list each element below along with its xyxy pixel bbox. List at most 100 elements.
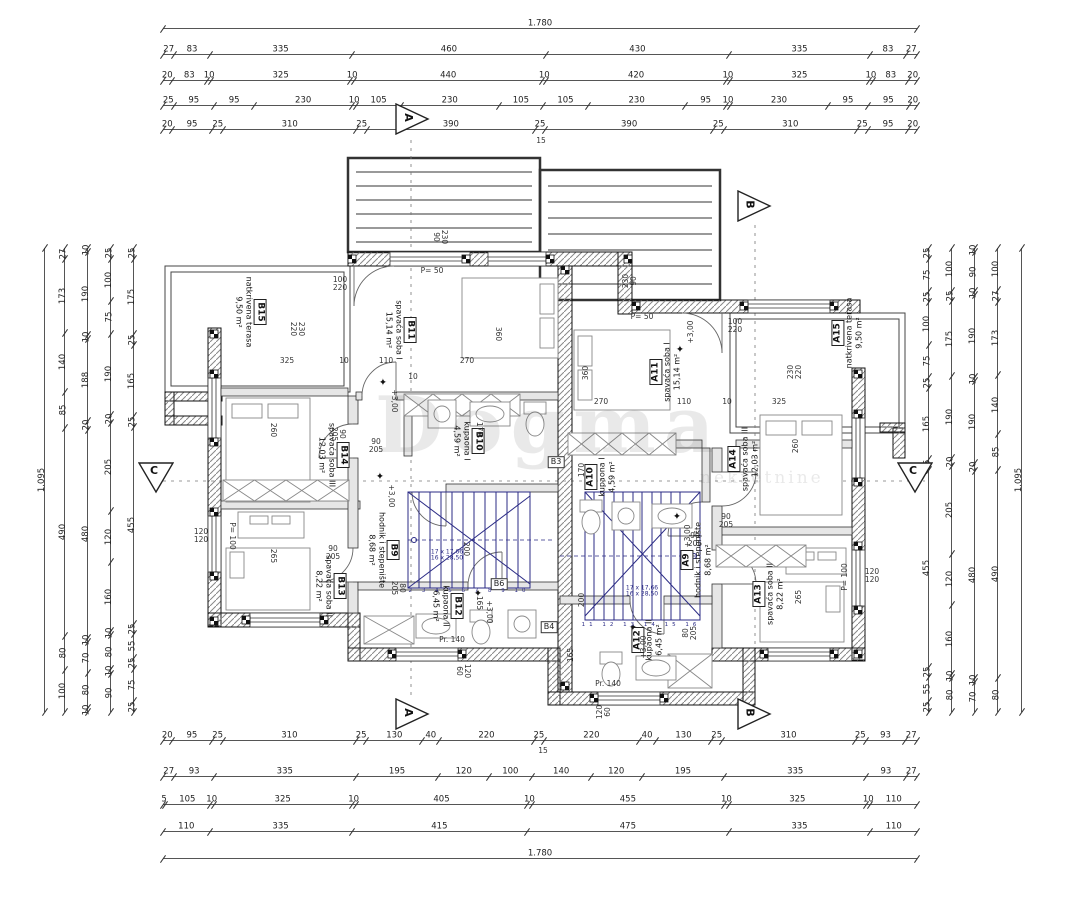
watermark-sub: nekretnine — [700, 468, 824, 488]
section-marker-b-top: B — [737, 190, 773, 222]
opening-size-label: 230 90 — [620, 273, 638, 289]
dim-label: 265 — [793, 589, 803, 605]
room-label-b12: B12 kupaona II 6,45 m² — [430, 546, 464, 666]
room-id: A15 — [831, 320, 845, 346]
section-marker-c-left: C — [138, 462, 174, 494]
opening-size-label: 120 120 — [193, 526, 209, 544]
opening-size-label: 230 220 — [289, 321, 307, 337]
parapet-label: Pr. 140 — [439, 634, 465, 644]
room-id: A11 — [649, 359, 663, 385]
room-area: 9,50 m² — [234, 296, 244, 328]
dim-label: 270 — [593, 396, 609, 406]
furniture-layer — [222, 277, 847, 689]
room-area: 6,45 m² — [431, 590, 441, 622]
parapet-label: P= 100 — [228, 522, 238, 550]
room-name: hodnik i stepenište — [377, 511, 387, 589]
elevation-marker-icon: ✦ — [628, 622, 638, 634]
room-area: 8,22 m² — [314, 570, 324, 602]
dim-label: 360 — [494, 326, 504, 342]
dim-label: 260 — [269, 422, 279, 438]
dim-label: 10 — [339, 355, 349, 365]
elevation-marker-icon: ✦ — [672, 511, 682, 523]
dim-label: 110 — [676, 396, 692, 406]
elevation-label: +3,00 — [390, 389, 400, 413]
dim-label: 165 — [475, 595, 485, 611]
opening-size-label: 230 220 — [785, 364, 803, 380]
room-name: spavaća soba I — [662, 342, 672, 402]
parapet-label: Pr. 140 — [595, 678, 621, 688]
opening-size-label: 120 60 — [594, 704, 612, 720]
door-size-label: 90 205 — [368, 436, 384, 454]
room-name: spavaća soba III — [740, 426, 750, 492]
room-label-a15: A15 natkrivena terasa 9,50 m² — [831, 273, 864, 393]
room-label-b15: B15 natkrivena terasa 9,50 m² — [233, 252, 267, 372]
room-area: 8,22 m² — [775, 578, 785, 610]
opening-size-label: 230 90 — [432, 229, 450, 245]
elevation-marker-icon: ✦ — [378, 377, 388, 389]
parapet-label: P= 50 — [420, 265, 444, 275]
elevation-label: +3,00 — [685, 320, 695, 344]
opening-size-label: 120 60 — [455, 663, 473, 679]
dim-label: 325 — [771, 396, 787, 406]
parapet-label: P= 100 — [839, 563, 849, 591]
room-id: B12 — [450, 593, 464, 619]
dim-col-right-total: 1.095 — [1014, 244, 1025, 716]
room-name: natkrivena terasa — [844, 297, 854, 369]
dim-label: 10 — [408, 371, 418, 381]
room-name: spavaća soba I — [394, 300, 404, 360]
room-area: 4,59 m² — [452, 425, 462, 457]
elevation-marker-icon: ✦ — [473, 588, 483, 600]
dim-col-right-1: 257525100752516525455255525 — [922, 244, 932, 716]
opening-tag-b6: B6 — [490, 578, 508, 590]
room-id: B9 — [386, 540, 400, 560]
room-name: kupaona I — [597, 457, 607, 497]
section-letter: A — [401, 113, 415, 122]
door-size-label: 90 205 — [325, 543, 341, 561]
room-label-a11: A11 spavaća soba I 15,14 m² — [649, 312, 682, 432]
opening-size-label: 120 120 — [864, 566, 880, 584]
watermark: Dogma — [375, 380, 723, 471]
elevation-marker-icon: ✦ — [675, 344, 685, 356]
room-area: 4,59 m² — [607, 461, 617, 493]
room-id: B11 — [403, 317, 417, 343]
opening-tag-b3: B3 — [547, 456, 565, 468]
door-size-label: 90 205 — [687, 530, 703, 548]
dim-label: 170 — [576, 462, 586, 478]
stair-step-numbers: 11 12 13 14 15 16 — [581, 622, 701, 629]
dim-label: 165 — [565, 647, 575, 663]
room-area: 12,03 m² — [317, 436, 327, 474]
section-letter: B — [743, 200, 757, 209]
dim-label: 270 — [459, 355, 475, 365]
dim-row-top-total: 1.780 — [160, 19, 920, 33]
room-label-a9: A9 hodnik i stepenište 8,68 m² — [680, 500, 713, 620]
section-marker-a-bottom: A — [395, 698, 431, 730]
door-size-label: 90 205 — [718, 511, 734, 529]
room-label-b14: B14 spavaća soba III 12,03 m² — [316, 395, 350, 515]
dim-row-bottom-total: 1.780 — [160, 849, 920, 863]
elevation-label: +3,00 — [638, 635, 648, 659]
dim-col-left-total: 1.095 — [37, 244, 48, 716]
dim-label: 360 — [580, 365, 590, 381]
section-marker-a-top: A — [395, 103, 431, 135]
room-area: 15,14 m² — [384, 311, 394, 349]
elevation-marker-icon: ✦ — [375, 471, 385, 483]
room-area: 9,50 m² — [854, 317, 864, 349]
room-id: B13 — [333, 573, 347, 599]
room-area: 6,45 m² — [654, 624, 664, 656]
section-marker-c-right: C — [897, 462, 933, 494]
section-letter: C — [909, 464, 918, 477]
room-id: B14 — [336, 442, 350, 468]
room-label-a10: A10 kupaona I 4,59 m² — [584, 417, 617, 537]
stairs-layer — [407, 491, 701, 621]
